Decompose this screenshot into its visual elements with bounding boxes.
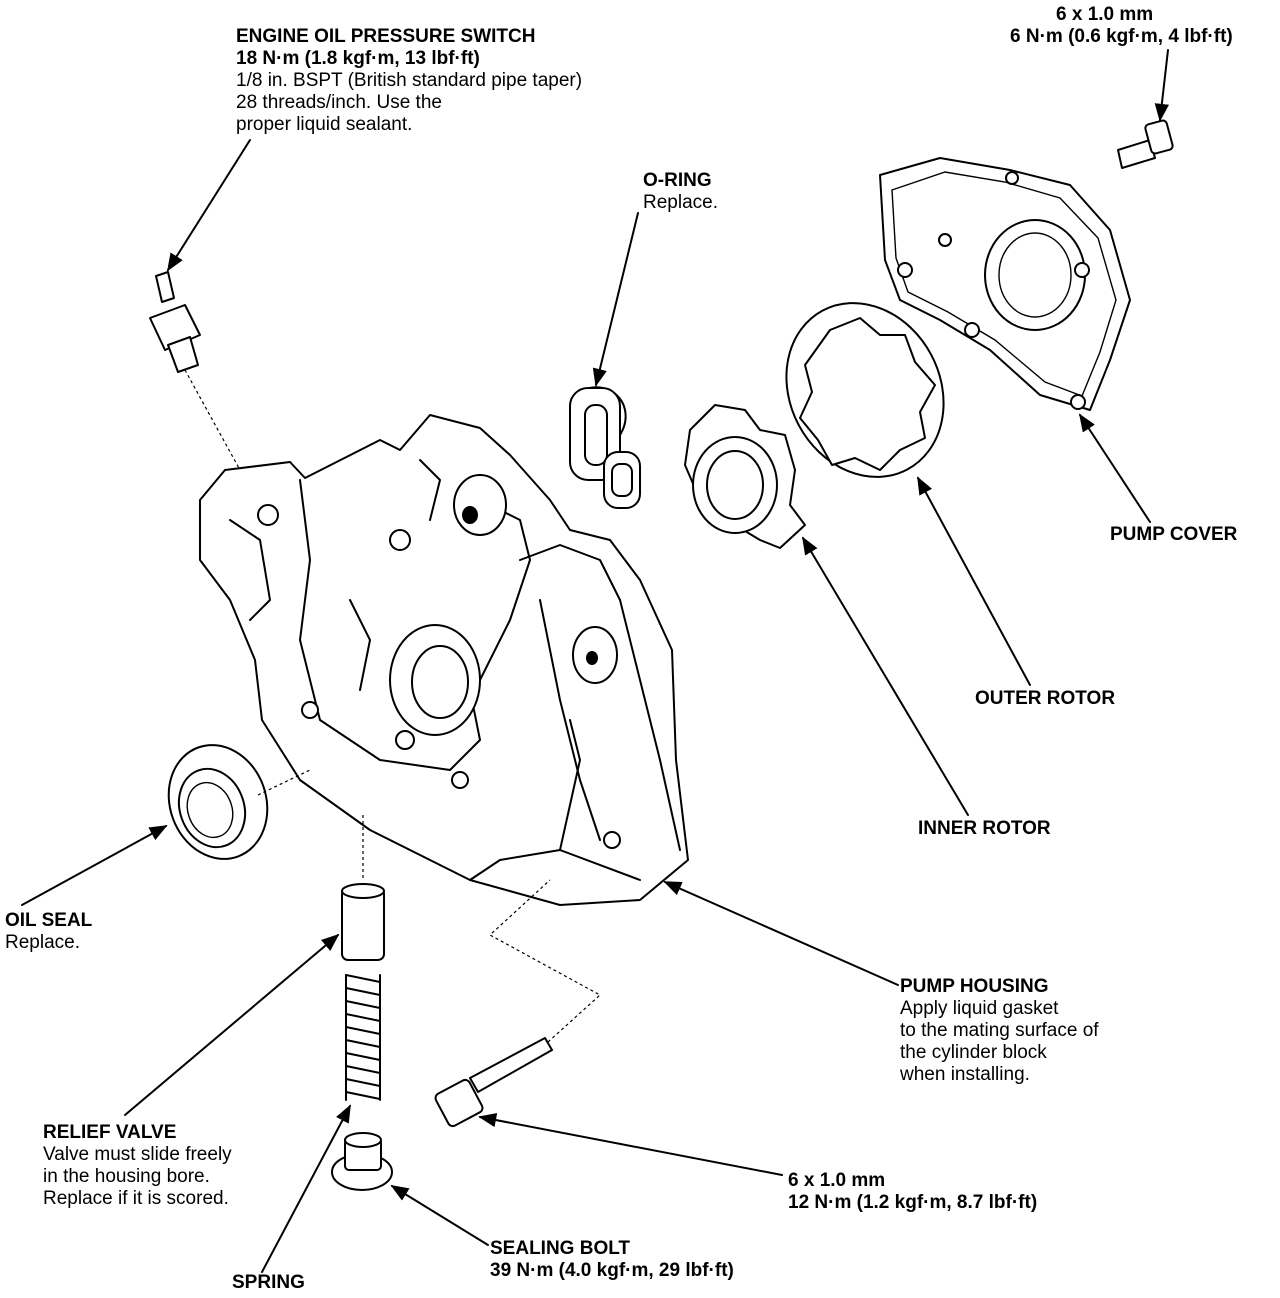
cover-bolt-spec: 6 N·m (0.6 kgf·m, 4 lbf·ft) — [1010, 26, 1233, 47]
outer-rotor-title: OUTER ROTOR — [975, 688, 1116, 709]
housing-bolt — [434, 1037, 553, 1128]
callout-inner-rotor: INNER ROTOR — [918, 818, 1051, 840]
callout-pump-housing: PUMP HOUSING Apply liquid gasket to the … — [900, 976, 1099, 1086]
housing-bolt-size: 6 x 1.0 mm — [788, 1170, 886, 1191]
inner-rotor — [684, 404, 806, 549]
callout-housing-bolt: 6 x 1.0 mm 12 N·m (1.2 kgf·m, 8.7 lbf·ft… — [788, 1170, 1037, 1214]
pump-cover-title: PUMP COVER — [1110, 524, 1238, 545]
housing-bolt-spec: 12 N·m (1.2 kgf·m, 8.7 lbf·ft) — [788, 1192, 1038, 1213]
o-ring — [569, 386, 641, 509]
cover-bolt-size: 6 x 1.0 mm — [1056, 4, 1154, 25]
oil-pressure-switch-note-2: 28 threads/inch. Use the — [236, 92, 442, 113]
oil-seal — [167, 744, 269, 860]
spring — [345, 974, 381, 1101]
sealing-bolt — [331, 1132, 393, 1191]
oil-pressure-switch-spec: 18 N·m (1.8 kgf·m, 13 lbf·ft) — [236, 48, 480, 69]
inner-rotor-title: INNER ROTOR — [918, 818, 1051, 839]
pump-cover — [879, 157, 1131, 411]
relief-valve — [341, 883, 385, 961]
callout-pump-cover: PUMP COVER — [1110, 524, 1237, 546]
cover-bolt — [1117, 119, 1174, 169]
spring-title: SPRING — [232, 1272, 305, 1293]
oil-pressure-switch-title: ENGINE OIL PRESSURE SWITCH — [236, 26, 536, 47]
relief-valve-note-2: in the housing bore. — [43, 1166, 210, 1187]
oil-seal-note: Replace. — [5, 932, 80, 953]
callout-relief-valve: RELIEF VALVE Valve must slide freely in … — [43, 1122, 232, 1210]
callout-o-ring: O-RING Replace. — [643, 170, 718, 214]
o-ring-note: Replace. — [643, 192, 718, 213]
callout-outer-rotor: OUTER ROTOR — [975, 688, 1115, 710]
pump-housing-note-2: to the mating surface of — [900, 1020, 1099, 1041]
callout-sealing-bolt: SEALING BOLT 39 N·m (4.0 kgf·m, 29 lbf·f… — [490, 1238, 734, 1282]
pump-housing-note-1: Apply liquid gasket — [900, 998, 1059, 1019]
oil-pressure-switch-note-3: proper liquid sealant. — [236, 114, 413, 135]
oil-pressure-switch — [149, 271, 201, 373]
sealing-bolt-title: SEALING BOLT — [490, 1238, 631, 1259]
callout-spring: SPRING — [232, 1272, 305, 1294]
outer-rotor — [785, 302, 945, 478]
pump-housing-title: PUMP HOUSING — [900, 976, 1049, 997]
relief-valve-note-1: Valve must slide freely — [43, 1144, 232, 1165]
pump-housing — [199, 414, 689, 906]
relief-valve-title: RELIEF VALVE — [43, 1122, 177, 1143]
oil-seal-title: OIL SEAL — [5, 910, 93, 931]
sealing-bolt-spec: 39 N·m (4.0 kgf·m, 29 lbf·ft) — [490, 1260, 734, 1281]
o-ring-title: O-RING — [643, 170, 712, 191]
relief-valve-note-3: Replace if it is scored. — [43, 1188, 229, 1209]
leader-lines — [21, 49, 1169, 1273]
callout-oil-seal: OIL SEAL Replace. — [5, 910, 92, 954]
oil-pressure-switch-note-1: 1/8 in. BSPT (British standard pipe tape… — [236, 70, 583, 91]
callout-oil-pressure-switch: ENGINE OIL PRESSURE SWITCH 18 N·m (1.8 k… — [236, 26, 582, 136]
pump-housing-note-4: when installing. — [900, 1064, 1030, 1085]
callout-cover-bolt: 6 x 1.0 mm 6 N·m (0.6 kgf·m, 4 lbf·ft) — [1010, 4, 1233, 48]
pump-housing-note-3: the cylinder block — [900, 1042, 1047, 1063]
